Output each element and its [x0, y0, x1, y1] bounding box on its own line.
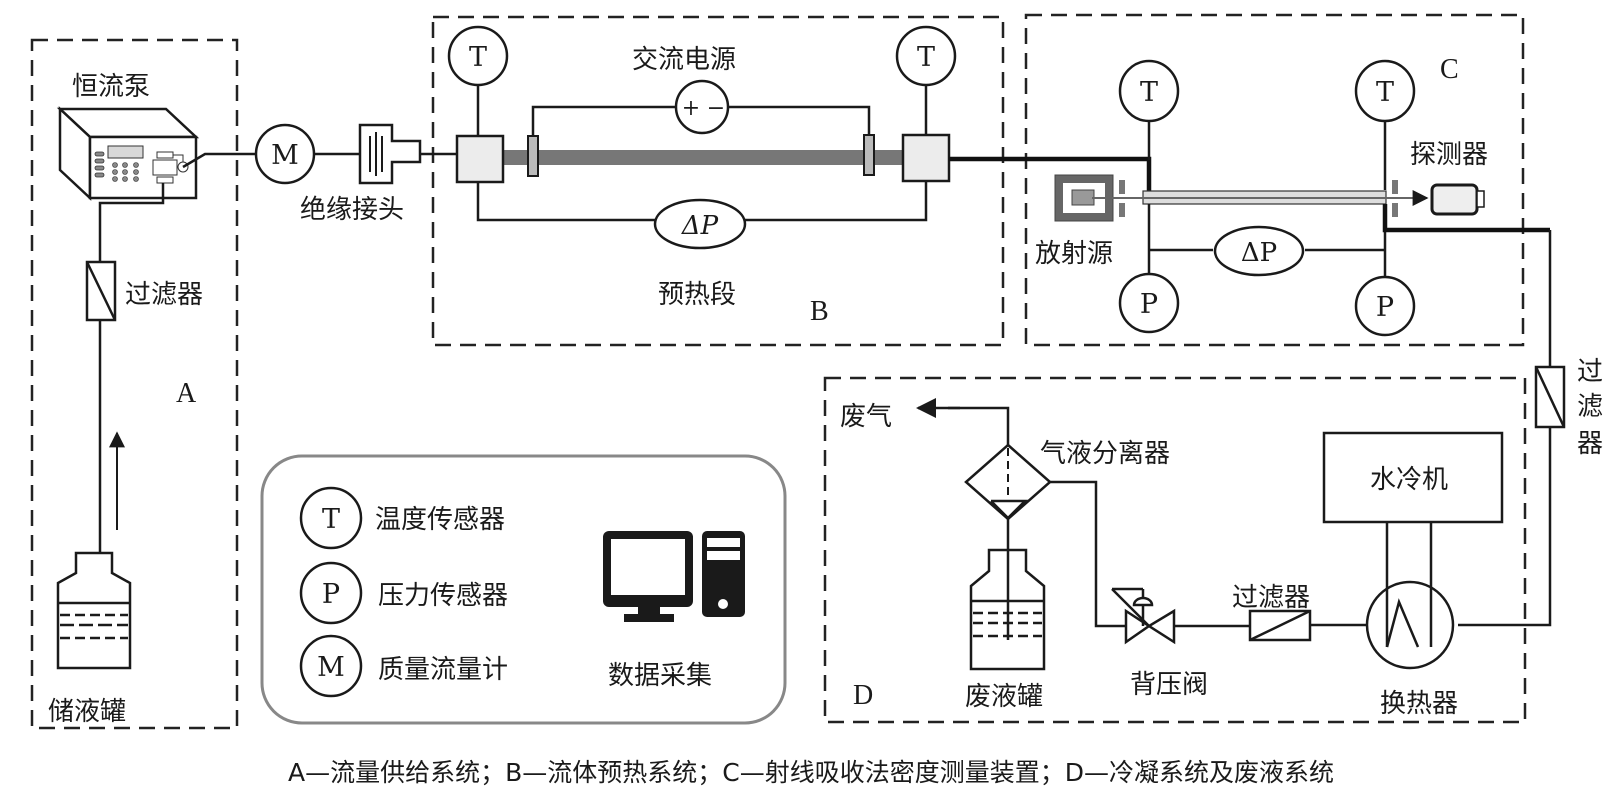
preheat-tube	[503, 150, 903, 165]
temp-sensor-b-right: T	[895, 25, 957, 87]
svg-text:温度传感器: 温度传感器	[375, 505, 505, 535]
filter-a-label: 过滤器	[125, 280, 203, 310]
daq-label: 数据采集	[608, 661, 712, 691]
filter-outer-icon	[1534, 365, 1566, 429]
legend-item-temp-sensor: T 温度传感器	[299, 486, 505, 550]
filter-d-icon	[1248, 609, 1312, 642]
temp-sensor-c-right: T	[1354, 59, 1416, 123]
source-label: 放射源	[1035, 239, 1113, 269]
insulated-joint-label: 绝缘接头	[300, 195, 404, 225]
outer-filter-label-3: 器	[1577, 429, 1603, 459]
pressure-sensor-c-left: P	[1118, 272, 1180, 334]
pressure-sensor-c-right: P	[1354, 275, 1416, 337]
back-pressure-valve-label: 背压阀	[1130, 670, 1208, 700]
svg-text:P: P	[1376, 292, 1394, 323]
section-d-label: D	[853, 680, 873, 711]
detector-icon	[1430, 183, 1485, 216]
waste-tank-label: 废液罐	[965, 682, 1043, 712]
svg-text:P: P	[322, 579, 340, 610]
svg-text:T: T	[469, 42, 487, 73]
section-b-label: B	[810, 296, 829, 327]
preheat-outlet-block	[901, 133, 951, 183]
preheat-inlet-block	[455, 134, 505, 184]
exhaust-label: 废气	[840, 402, 892, 432]
tank-label: 储液罐	[48, 697, 126, 727]
svg-text:压力传感器: 压力传感器	[378, 581, 508, 611]
svg-text:+: +	[682, 96, 700, 121]
waste-tank-icon	[969, 548, 1046, 671]
svg-text:T: T	[917, 42, 935, 73]
svg-text:ΔP: ΔP	[681, 211, 719, 241]
temp-sensor-c-left: T	[1118, 59, 1180, 123]
ac-power-source-icon: + −	[674, 79, 730, 135]
outer-filter-label-2: 滤	[1577, 392, 1603, 422]
heat-exchanger-label: 换热器	[1380, 689, 1458, 719]
svg-text:M: M	[271, 140, 299, 171]
computer-icon	[603, 531, 745, 622]
temp-sensor-b-left: T	[447, 25, 509, 87]
storage-tank-icon	[56, 551, 132, 670]
svg-text:T: T	[1376, 77, 1394, 108]
outer-filter-label-1: 过	[1577, 357, 1603, 387]
section-b-box	[431, 15, 1005, 347]
back-pressure-valve-icon	[1111, 587, 1176, 645]
filter-d-label: 过滤器	[1232, 583, 1310, 613]
svg-text:质量流量计: 质量流量计	[378, 655, 508, 685]
separator-label: 气液分离器	[1040, 439, 1170, 469]
legend-item-pressure-sensor: P 压力传感器	[299, 561, 508, 625]
filter-a-icon	[85, 260, 117, 322]
electrode-left	[527, 135, 539, 177]
pipe-c-outlet	[1382, 204, 1550, 233]
svg-text:ΔP: ΔP	[1241, 238, 1277, 268]
insulated-joint-icon	[358, 123, 422, 185]
diff-pressure-c: ΔP	[1213, 225, 1305, 277]
legend-box	[260, 454, 787, 725]
section-a-label: A	[176, 378, 197, 409]
chiller-label: 水冷机	[1370, 465, 1448, 495]
electrode-right	[863, 134, 875, 176]
section-c-label: C	[1440, 54, 1459, 85]
pump-label: 恒流泵	[72, 72, 150, 102]
section-d-box	[823, 376, 1527, 724]
svg-text:M: M	[317, 652, 345, 683]
figure-caption: A—流量供给系统；B—流体预热系统；C—射线吸收法密度测量装置；D—冷凝系统及废…	[288, 758, 1334, 787]
constant-flow-pump-icon	[56, 106, 200, 201]
diff-pressure-b: ΔP	[653, 198, 747, 250]
svg-text:−: −	[707, 96, 725, 121]
legend-item-mass-flow-meter: M 质量流量计	[299, 634, 508, 698]
chiller-box	[1322, 431, 1504, 524]
heat-exchanger-icon	[1365, 522, 1455, 670]
ac-power-label: 交流电源	[632, 45, 736, 75]
svg-text:T: T	[322, 504, 340, 535]
section-c-box	[1024, 13, 1525, 347]
section-a-box	[30, 38, 239, 730]
svg-text:T: T	[1140, 77, 1158, 108]
mass-flow-meter-icon: M	[254, 123, 316, 185]
svg-text:P: P	[1140, 289, 1158, 320]
preheat-label: 预热段	[658, 280, 736, 310]
detector-label: 探测器	[1410, 140, 1488, 170]
gas-liquid-separator-icon	[964, 443, 1052, 521]
